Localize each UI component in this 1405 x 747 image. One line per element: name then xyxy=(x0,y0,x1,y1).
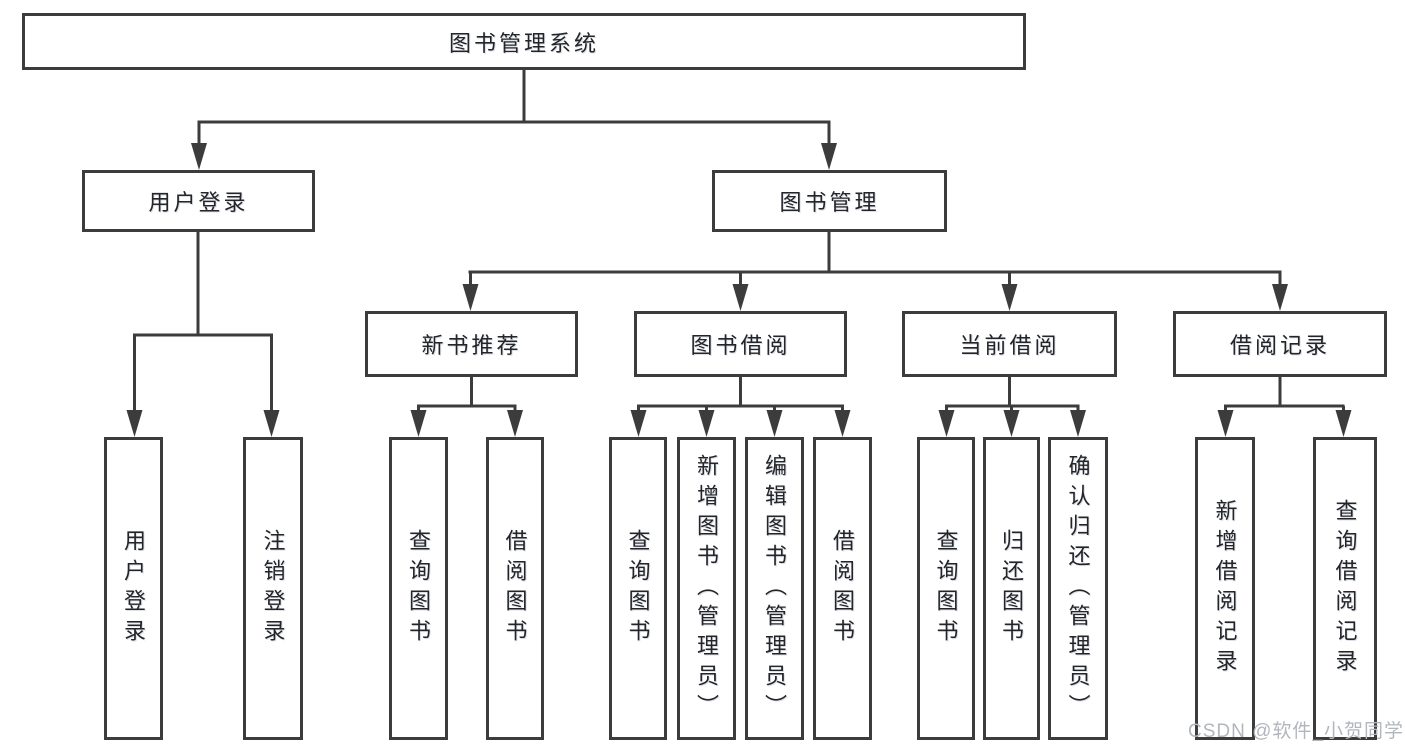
csdn-watermark: CSDN @软件_小贺同学 xyxy=(1188,721,1404,742)
leaf-confirm-return-admin: 确认归还（管理员） xyxy=(1048,437,1108,740)
node-label: 查询借阅记录 xyxy=(1332,498,1358,679)
node-label: 图书管理系统 xyxy=(448,30,599,56)
connector-current-borrow-children xyxy=(938,377,1086,437)
node-book-management: 图书管理 xyxy=(712,170,947,232)
node-label: 新增借阅记录 xyxy=(1212,498,1238,679)
node-label: 新增图书（管理员） xyxy=(694,453,720,724)
leaf-add-books-admin: 新增图书（管理员） xyxy=(677,437,736,740)
arrowhead xyxy=(1003,410,1020,437)
arrowhead xyxy=(1070,410,1086,437)
arrowhead xyxy=(507,410,523,437)
arrowhead xyxy=(938,410,955,437)
arrowhead xyxy=(732,284,749,311)
node-label: 新书推荐 xyxy=(421,333,522,358)
arrowhead xyxy=(410,410,427,437)
arrowhead xyxy=(263,410,280,437)
leaf-return-books: 归还图书 xyxy=(983,437,1040,740)
node-user-login: 用户登录 xyxy=(82,170,315,232)
node-label: 注销登录 xyxy=(260,528,286,649)
connector-book-borrow-children xyxy=(630,377,851,437)
node-label: 借阅图书 xyxy=(502,528,528,649)
node-book-borrowing: 图书借阅 xyxy=(634,311,847,377)
node-current-borrowing: 当前借阅 xyxy=(902,311,1117,377)
connector-book-mgmt-children xyxy=(462,232,1288,311)
leaf-query-borrow-record: 查询借阅记录 xyxy=(1313,437,1377,740)
arrowhead xyxy=(1335,410,1352,437)
connector-borrow-record-children xyxy=(1217,377,1352,437)
node-label: 查询图书 xyxy=(406,528,432,649)
node-label: 用户登录 xyxy=(148,190,249,215)
arrowhead xyxy=(1272,284,1288,311)
arrowhead xyxy=(126,410,143,437)
node-label: 用户登录 xyxy=(121,528,147,649)
arrowhead xyxy=(834,410,851,437)
leaf-add-borrow-record: 新增借阅记录 xyxy=(1195,437,1255,740)
connector-user-login-children xyxy=(126,232,280,437)
node-label: 图书借阅 xyxy=(690,333,791,358)
node-label: 图书管理 xyxy=(779,190,880,215)
node-label: 编辑图书（管理员） xyxy=(762,453,788,724)
leaf-query-books: 查询图书 xyxy=(917,437,975,740)
node-label: 当前借阅 xyxy=(959,333,1060,358)
node-new-book-recommendation: 新书推荐 xyxy=(365,311,578,377)
arrowhead xyxy=(821,143,837,170)
leaf-query-books: 查询图书 xyxy=(609,437,667,740)
node-label: 借阅记录 xyxy=(1229,333,1330,358)
arrowhead xyxy=(1001,284,1018,311)
arrowhead xyxy=(698,410,715,437)
node-label: 确认归还（管理员） xyxy=(1065,453,1091,724)
leaf-edit-books-admin: 编辑图书（管理员） xyxy=(745,437,804,740)
connector-root-to-level2 xyxy=(191,70,837,170)
node-label: 查询图书 xyxy=(933,528,959,649)
node-label: 归还图书 xyxy=(999,528,1025,649)
connector-new-book-rec-children xyxy=(410,377,523,437)
arrowhead xyxy=(766,410,783,437)
leaf-user-login: 用户登录 xyxy=(104,437,163,740)
leaf-query-books: 查询图书 xyxy=(389,437,448,740)
leaf-borrow-books: 借阅图书 xyxy=(813,437,872,740)
node-library-management-system: 图书管理系统 xyxy=(22,13,1026,70)
leaf-borrow-books: 借阅图书 xyxy=(486,437,544,740)
arrowhead xyxy=(462,284,479,311)
arrowhead xyxy=(191,143,207,170)
node-label: 借阅图书 xyxy=(830,528,856,649)
node-borrowing-records: 借阅记录 xyxy=(1173,311,1387,377)
node-label: 查询图书 xyxy=(625,528,651,649)
arrowhead xyxy=(1217,410,1234,437)
arrowhead xyxy=(630,410,647,437)
leaf-logout: 注销登录 xyxy=(243,437,303,740)
